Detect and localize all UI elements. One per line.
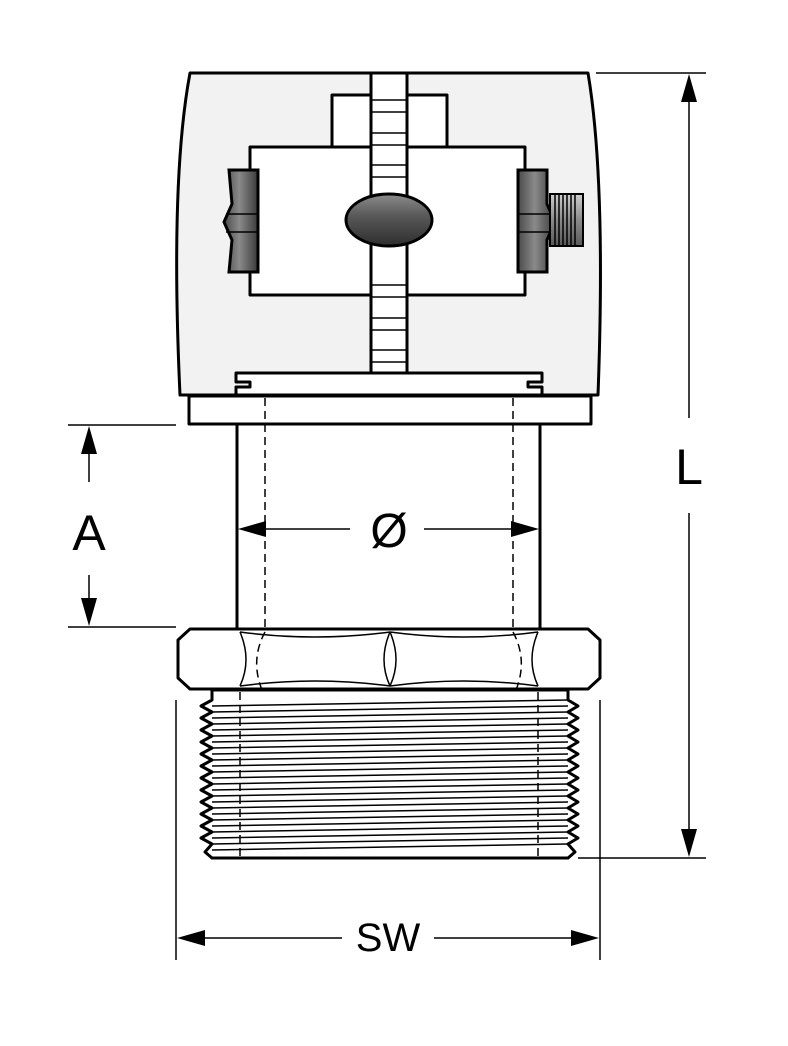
- collar: [187, 394, 593, 426]
- dimension-l: L: [578, 72, 706, 859]
- thread-helix-lines: [211, 699, 569, 851]
- dimension-a: A: [68, 424, 176, 628]
- left-knob-icon: [222, 168, 260, 274]
- arrow-right-icon: [511, 521, 539, 537]
- stud-threads: [554, 195, 576, 245]
- arrow-right-icon: [571, 930, 599, 946]
- dimension-l-label: L: [675, 439, 703, 495]
- arrow-left-icon: [177, 930, 205, 946]
- center-strip-ribs: [371, 99, 407, 363]
- arrow-down-icon: [81, 598, 97, 626]
- hex-nut: [176, 627, 602, 691]
- male-thread: [199, 688, 580, 860]
- dimension-sw-label: SW: [356, 916, 421, 960]
- arrow-up-icon: [681, 74, 697, 102]
- press-head: [175, 71, 602, 397]
- dimension-a-label: A: [72, 505, 106, 561]
- hex-nut-body: [176, 627, 602, 691]
- pipe: [235, 422, 542, 633]
- pipe-section: [235, 398, 542, 633]
- dimension-sw: SW: [175, 700, 601, 960]
- center-pin-icon: [344, 192, 434, 248]
- dimension-diameter-label: Ø: [370, 505, 407, 558]
- arrow-down-icon: [681, 829, 697, 857]
- arrow-left-icon: [238, 521, 266, 537]
- head-clamp-step: [234, 371, 544, 397]
- dimension-diameter: Ø: [238, 505, 539, 558]
- arrow-up-icon: [81, 426, 97, 454]
